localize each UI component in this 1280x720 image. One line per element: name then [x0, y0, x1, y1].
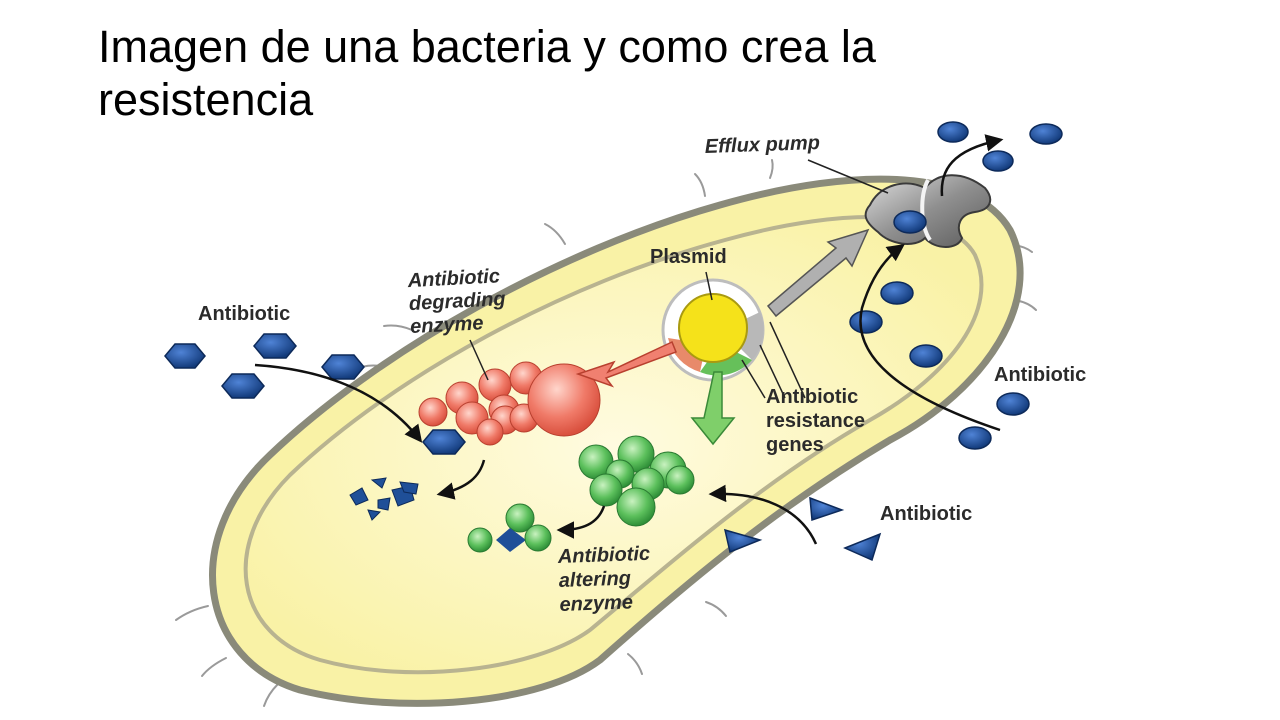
altered-antibiotic: [467, 503, 552, 553]
antibiotic-bottom-label: Antibiotic: [880, 503, 972, 525]
efflux-pump-label: Efflux pump: [704, 132, 820, 158]
antibiotic-fragments: [349, 477, 419, 521]
altering-enzyme-label-line-3: enzyme: [559, 591, 633, 616]
bacterial-cell: [209, 175, 1024, 707]
resistance-genes-label-line-2: resistance: [766, 410, 865, 432]
altering-enzyme-label-line-1: Antibiotic: [557, 543, 651, 568]
altering-enzyme: [578, 435, 695, 527]
label-pointers: [469, 159, 889, 399]
plasmid: [661, 278, 765, 382]
degrading-enzyme-label: Antibiotic degrading enzyme: [406, 265, 506, 338]
antibiotic-right-label: Antibiotic: [994, 364, 1086, 386]
antibiotic-hexagons: [164, 333, 466, 455]
title-line-2: resistencia: [98, 74, 314, 125]
plasmid-arrows: [575, 228, 870, 446]
title-line-1: Imagen de una bacteria y como crea la: [98, 21, 876, 72]
slide-title: Imagen de una bacteria y como crea la re…: [98, 20, 1198, 126]
degrading-enzyme: [418, 361, 601, 446]
degrading-enzyme-label-line-1: Antibiotic: [406, 265, 500, 292]
degrading-enzyme-label-line-3: enzyme: [410, 312, 484, 338]
resistance-genes-label: Antibiotic resistance genes: [766, 386, 865, 456]
resistance-genes-label-line-3: genes: [766, 434, 824, 456]
altering-enzyme-label-line-2: altering: [558, 567, 631, 592]
process-arrows: [254, 134, 1004, 545]
plasmid-label: Plasmid: [650, 246, 727, 268]
degrading-enzyme-label-line-2: degrading: [408, 288, 506, 315]
antibiotic-triangles: [723, 496, 882, 562]
altering-enzyme-label: Antibiotic altering enzyme: [557, 543, 651, 616]
resistance-genes-label-line-1: Antibiotic: [766, 386, 858, 408]
antibiotic-left-label: Antibiotic: [198, 303, 290, 325]
antibiotic-dots: [849, 121, 1063, 450]
